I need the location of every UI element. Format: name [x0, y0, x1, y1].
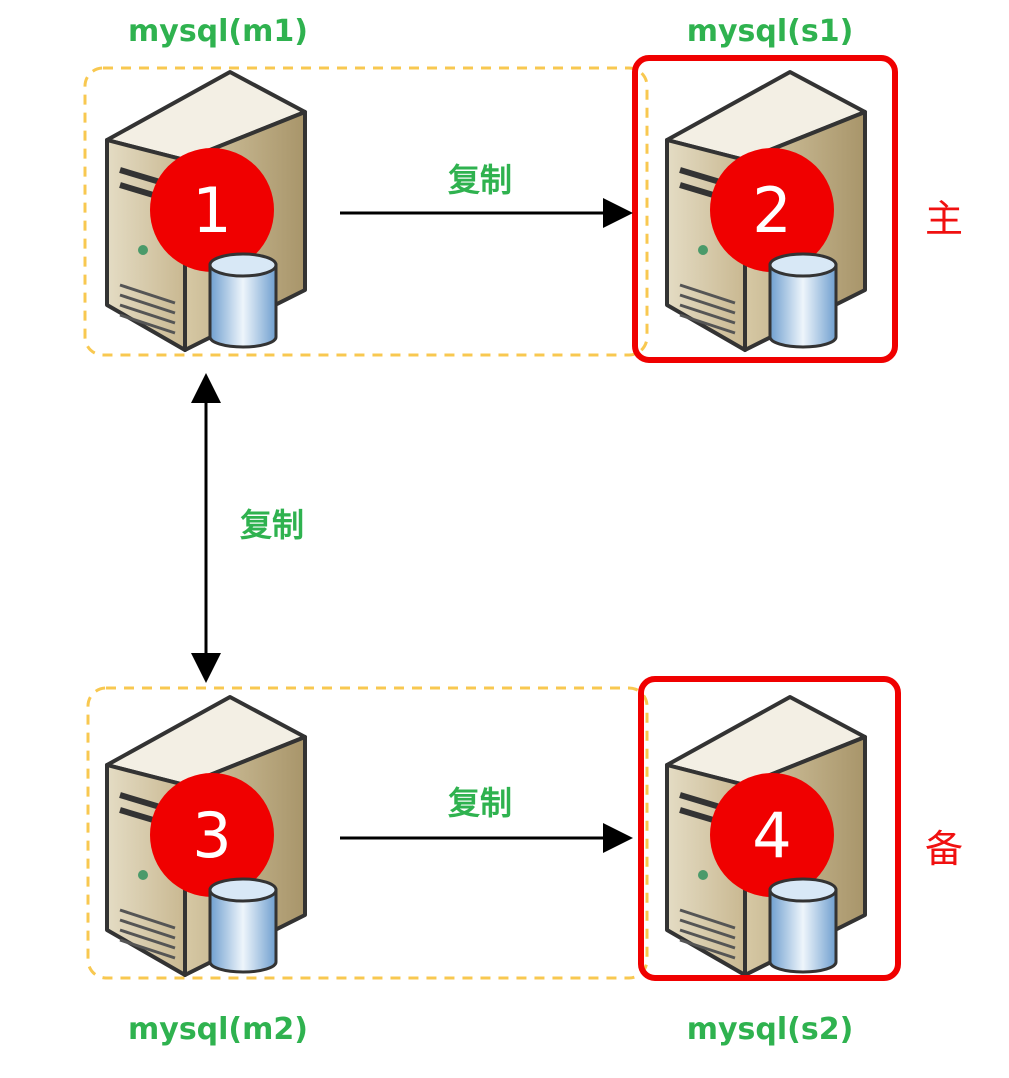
- group-box-top: [83, 66, 649, 357]
- edge-label-m2-s2: 复制: [447, 784, 513, 822]
- node-number-1: 1: [192, 174, 231, 247]
- node-number-3: 3: [192, 799, 231, 872]
- edge-label-m1-m2: 复制: [239, 506, 305, 544]
- highlight-box-s1: [632, 55, 898, 363]
- edge-label-m1-s1: 复制: [447, 161, 513, 199]
- group-box-bottom: [86, 686, 649, 980]
- role-primary: 主: [925, 197, 964, 241]
- node-label-s1: mysql(s1): [686, 14, 854, 49]
- node-number-2: 2: [752, 174, 791, 247]
- node-label-m1: mysql(m1): [128, 14, 308, 49]
- highlight-box-s2: [638, 676, 901, 981]
- node-number-4: 4: [752, 799, 791, 872]
- role-standby: 备: [925, 827, 964, 871]
- node-label-s2: mysql(s2): [686, 1012, 854, 1047]
- node-label-m2: mysql(m2): [128, 1012, 308, 1047]
